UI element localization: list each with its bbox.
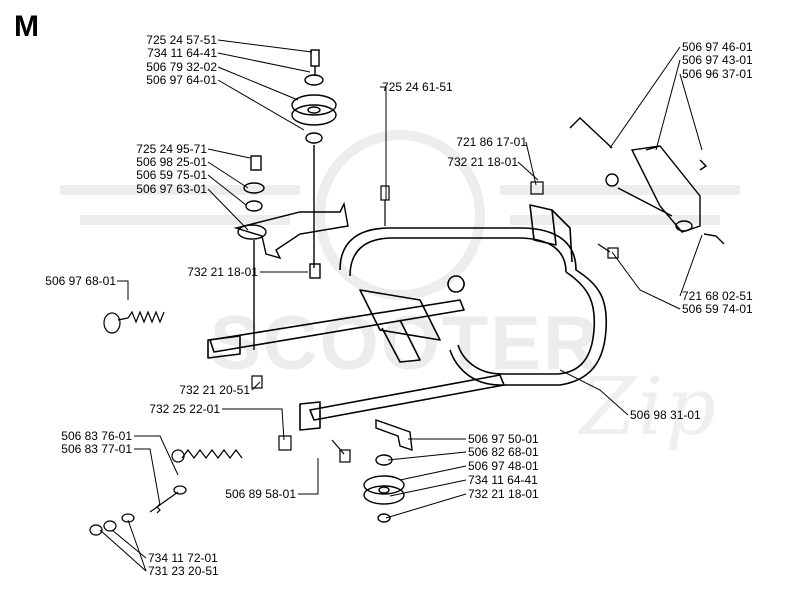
idler-bracket-assembly xyxy=(233,155,349,350)
part-number-label: 506 89 58-01 xyxy=(225,487,296,501)
small-fasteners xyxy=(251,181,619,463)
part-number-label: 506 97 43-01 xyxy=(682,53,753,67)
spring-lower xyxy=(149,449,243,514)
part-number-label: 725 24 61-51 xyxy=(382,80,453,94)
leader-lines xyxy=(99,39,703,572)
part-number-label: 506 82 68-01 xyxy=(468,445,539,459)
right-arm-assembly xyxy=(569,117,725,245)
lower-left-nuts xyxy=(89,513,135,536)
part-number-label: 506 79 32-02 xyxy=(146,60,217,74)
part-number-label: 506 83 76-01 xyxy=(61,429,132,443)
part-number-label: 732 21 20-51 xyxy=(179,383,250,397)
watermark-script: Zip xyxy=(580,360,719,453)
part-number-label: 506 98 25-01 xyxy=(136,155,207,169)
part-number-label: 506 97 63-01 xyxy=(136,182,207,196)
part-number-label: 506 98 31-01 xyxy=(630,408,701,422)
part-number-label: 732 21 18-01 xyxy=(447,155,518,169)
part-number-label: 734 11 72-01 xyxy=(148,551,218,565)
part-number-label: 506 59 75-01 xyxy=(136,168,207,182)
watermark-emblem xyxy=(60,130,740,300)
part-number-label: 734 11 64-41 xyxy=(468,473,538,487)
section-letter: M xyxy=(14,10,39,43)
part-number-label: 731 23 20-51 xyxy=(148,564,219,578)
part-number-label: 721 86 17-01 xyxy=(456,135,527,149)
part-number-label: 506 97 50-01 xyxy=(468,432,539,446)
part-number-label: 506 97 64-01 xyxy=(146,73,217,87)
part-number-label: 725 24 95-71 xyxy=(136,142,207,156)
watermark-text: SCOOTER xyxy=(210,301,600,386)
part-number-label: 732 25 22-01 xyxy=(149,402,220,416)
part-number-label: 721 68 02-51 xyxy=(682,289,753,303)
part-number-label: 506 97 46-01 xyxy=(682,40,753,54)
part-number-label: 725 24 57-51 xyxy=(146,33,217,47)
lower-pulley-assembly xyxy=(363,419,413,523)
part-number-label: 732 21 18-01 xyxy=(187,265,258,279)
part-number-label: 506 83 77-01 xyxy=(61,442,132,456)
part-number-label: 732 21 18-01 xyxy=(468,487,539,501)
part-number-label: 734 11 64-41 xyxy=(147,46,217,60)
part-number-label: 506 96 37-01 xyxy=(682,67,753,81)
upper-pulley-assembly xyxy=(291,49,337,268)
part-number-label: 506 97 68-01 xyxy=(45,274,116,288)
spring-upper xyxy=(103,310,165,334)
main-frame xyxy=(207,204,608,431)
part-number-label: 506 97 48-01 xyxy=(468,459,539,473)
part-number-label: 506 59 74-01 xyxy=(682,302,753,316)
